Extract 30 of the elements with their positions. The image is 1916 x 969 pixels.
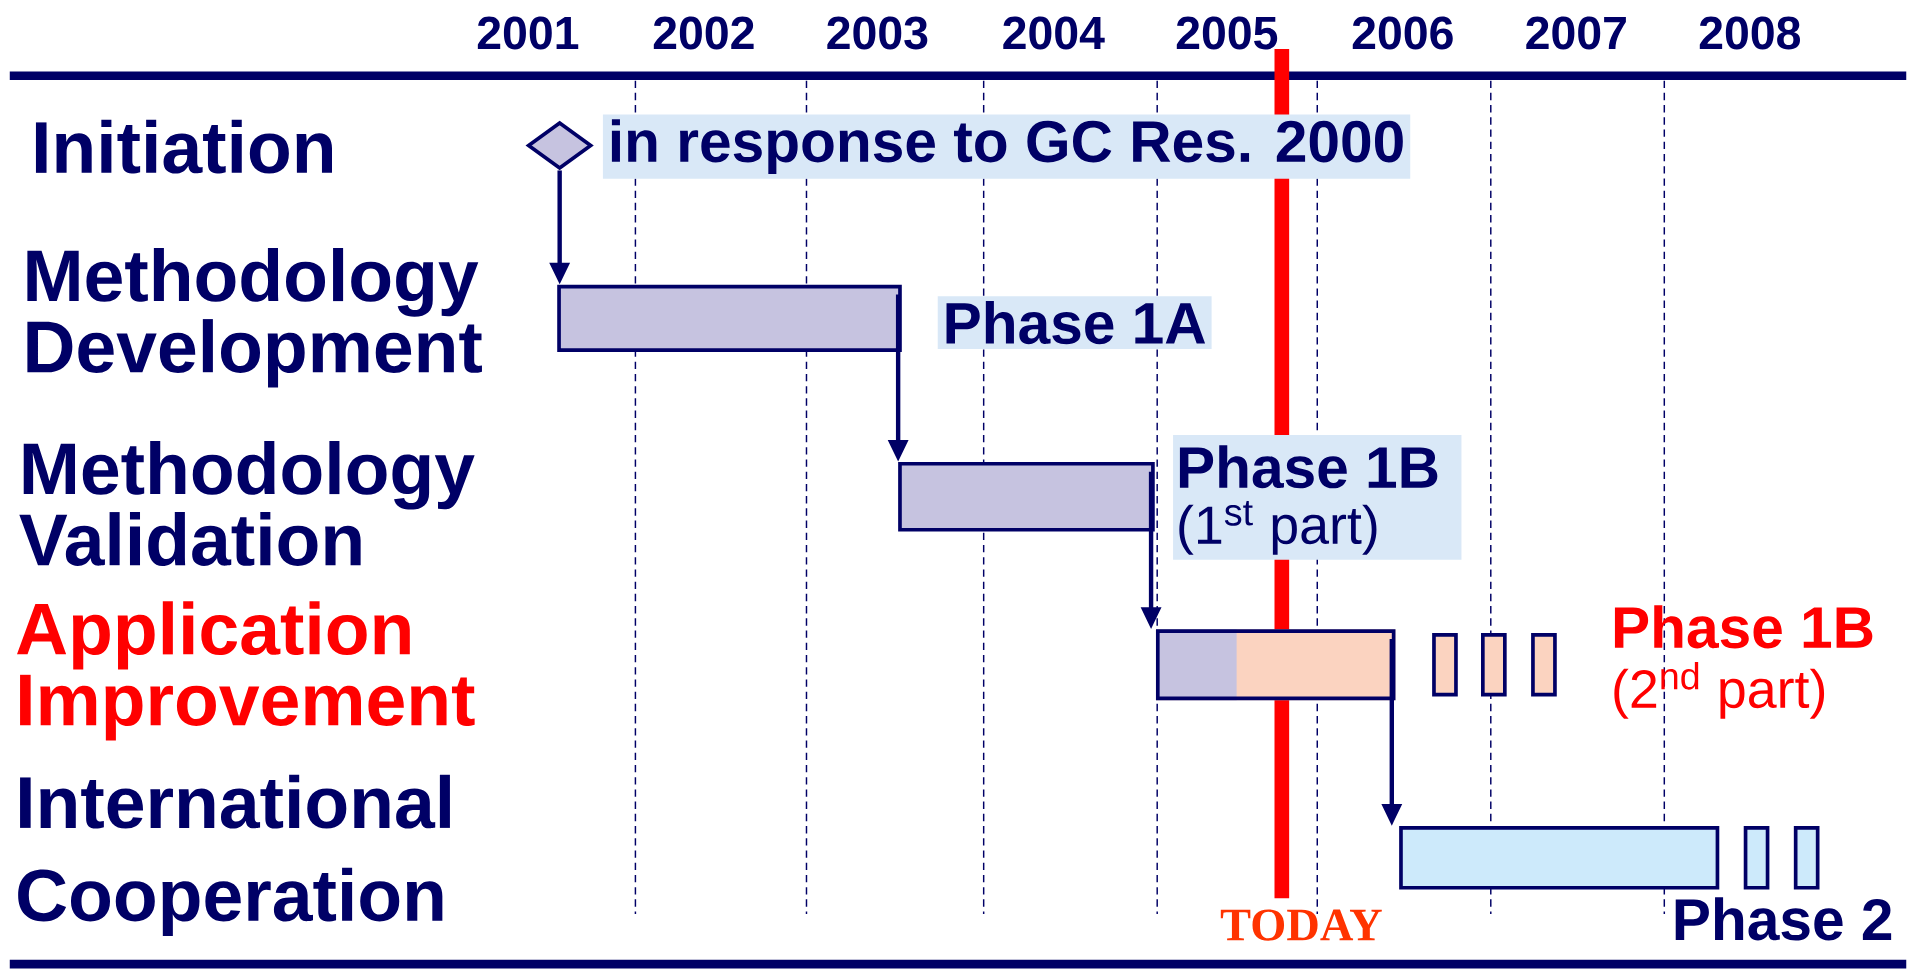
row-label: Initiation [35, 119, 332, 174]
year-label: 2003 [827, 16, 928, 50]
today-label: TODAY [1220, 909, 1382, 941]
phase-label: in response to GC Res. 2000 [602, 114, 1411, 179]
year-label: 2008 [1699, 16, 1800, 50]
task-bar [1399, 826, 1720, 890]
row-label: Application Improvement [17, 601, 475, 741]
phase-label: Phase 1A [937, 296, 1212, 349]
phase-label: (2$^{nd}$ part) [1614, 662, 1825, 719]
row-label: International Cooperation [18, 774, 450, 936]
year-label: 2006 [1352, 16, 1453, 50]
year-label: 2004 [1003, 16, 1105, 50]
continuation-box [1743, 826, 1770, 890]
year-label: 2001 [477, 16, 579, 50]
phase-label: Phase 2 [1675, 897, 1892, 941]
task-bar [1155, 629, 1396, 701]
continuation-box [1432, 632, 1458, 697]
task-bar [557, 284, 902, 352]
phase-label: (1$^{st}$ part) [1179, 500, 1377, 555]
row-label: Methodology Validation [19, 441, 475, 566]
phase-label: Phase 1B [1179, 445, 1438, 489]
continuation-box [1793, 826, 1820, 890]
task-bar [898, 461, 1155, 532]
continuation-box [1531, 632, 1557, 697]
year-label: 2002 [653, 16, 754, 50]
year-label: 2007 [1526, 16, 1626, 50]
year-label: 2005 [1176, 16, 1278, 50]
phase-label: Phase 1B [1614, 605, 1873, 649]
continuation-box [1481, 632, 1507, 697]
row-label: Methodology Development [27, 248, 482, 388]
